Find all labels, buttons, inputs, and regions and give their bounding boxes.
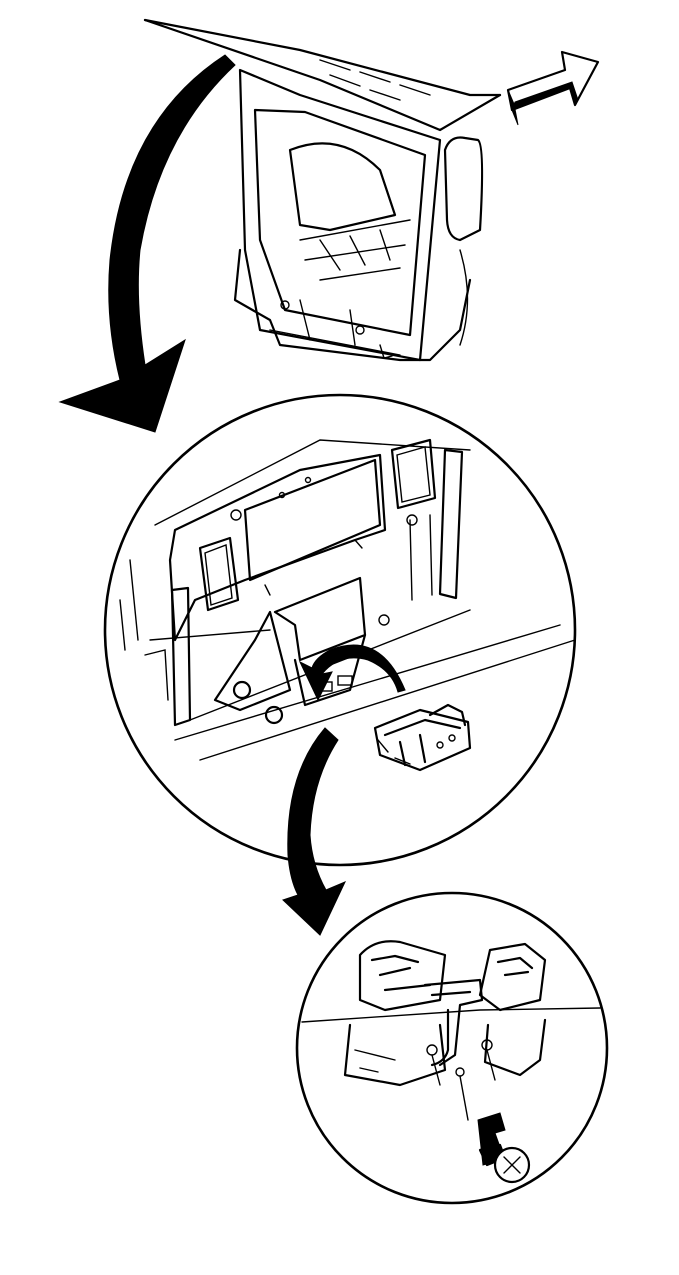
removal-arrow-icon [298, 644, 406, 702]
latch-fastener-detail-view [295, 891, 609, 1205]
callout-arrow-1 [58, 54, 236, 433]
fastener-screw-icon [477, 1112, 531, 1184]
latch-assembly [373, 703, 472, 772]
callout-arrow-2 [282, 727, 347, 936]
front-direction-arrow [506, 50, 600, 126]
vehicle-rear-view [143, 18, 600, 362]
tailgate-detail-view [103, 393, 577, 867]
